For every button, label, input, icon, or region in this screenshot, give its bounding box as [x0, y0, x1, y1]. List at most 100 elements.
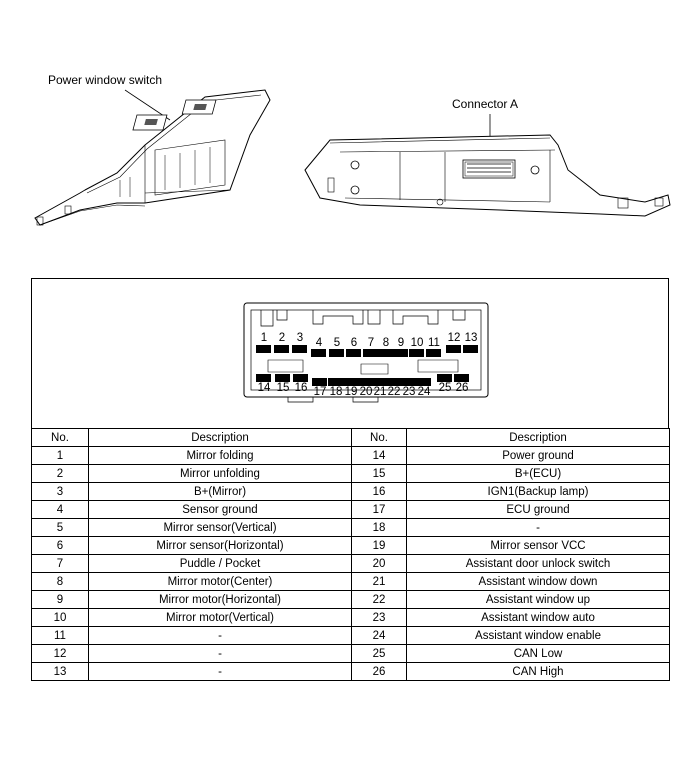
- pin-number-label: 7: [368, 337, 374, 349]
- pin-description: Assistant window down: [406, 572, 670, 591]
- pin-description: Sensor ground: [88, 500, 352, 519]
- terminal-block: [426, 349, 441, 357]
- terminal-block: [372, 378, 387, 386]
- pin-number-label: 9: [398, 337, 404, 349]
- pin-number: 24: [351, 626, 407, 645]
- switch-back-illustration: [304, 114, 671, 217]
- pin-number-label: 2: [279, 332, 285, 344]
- pin-description: -: [88, 644, 352, 663]
- pin-description: Puddle / Pocket: [88, 554, 352, 573]
- pin-number: 1: [31, 446, 89, 465]
- pin-number: 13: [31, 662, 89, 681]
- terminal-block: [378, 349, 393, 357]
- pin-number-label: 21: [374, 386, 387, 398]
- pin-number: 20: [351, 554, 407, 573]
- pin-description: -: [406, 518, 670, 537]
- pin-description: Power ground: [406, 446, 670, 465]
- terminal-block: [363, 349, 378, 357]
- table-header-row: No. Description No. Description: [31, 428, 670, 447]
- pin-number-label: 10: [411, 337, 424, 349]
- pin-number-label: 19: [345, 386, 358, 398]
- pin-number-label: 13: [465, 332, 478, 344]
- pin-description: Mirror sensor(Vertical): [88, 518, 352, 537]
- pin-number-label: 4: [316, 337, 323, 349]
- pin-description: ECU ground: [406, 500, 670, 519]
- pin-number-label: 8: [383, 337, 389, 349]
- pin-number: 26: [351, 662, 407, 681]
- header-description: Description: [88, 428, 352, 447]
- pin-description: Mirror motor(Vertical): [88, 608, 352, 627]
- pin-number: 12: [31, 644, 89, 663]
- pin-number: 18: [351, 518, 407, 537]
- pin-description: Assistant window auto: [406, 608, 670, 627]
- terminal-block: [275, 374, 290, 382]
- terminal-block: [328, 378, 343, 386]
- pin-description: Mirror motor(Horizontal): [88, 590, 352, 609]
- pin-number-label: 17: [314, 386, 327, 398]
- pin-description: Mirror folding: [88, 446, 352, 465]
- pin-description: CAN High: [406, 662, 670, 681]
- terminal-block: [454, 374, 469, 382]
- pin-number: 4: [31, 500, 89, 519]
- pin-description: -: [88, 662, 352, 681]
- pin-number: 17: [351, 500, 407, 519]
- connector-a-label: Connector A: [452, 97, 519, 111]
- pin-description: CAN Low: [406, 644, 670, 663]
- terminal-block: [329, 349, 344, 357]
- pin-description: Assistant window up: [406, 590, 670, 609]
- header-no: No.: [351, 428, 407, 447]
- pin-number: 8: [31, 572, 89, 591]
- terminal-block: [292, 345, 307, 353]
- terminal-block: [346, 349, 361, 357]
- pin-number-label: 16: [295, 382, 308, 394]
- pin-number-label: 22: [388, 386, 401, 398]
- header-description: Description: [406, 428, 670, 447]
- terminal-block: [293, 374, 308, 382]
- pin-number-label: 25: [439, 382, 452, 394]
- pin-number: 6: [31, 536, 89, 555]
- pin-number: 15: [351, 464, 407, 483]
- pin-number-label: 26: [456, 382, 469, 394]
- pin-number: 22: [351, 590, 407, 609]
- terminal-block: [446, 345, 461, 353]
- pin-number: 11: [31, 626, 89, 645]
- pin-number: 3: [31, 482, 89, 501]
- terminal-block: [437, 374, 452, 382]
- pin-number-label: 24: [418, 386, 431, 398]
- terminal-block: [386, 378, 401, 386]
- pin-description: -: [88, 626, 352, 645]
- terminal-block: [463, 345, 478, 353]
- pin-description: Mirror sensor VCC: [406, 536, 670, 555]
- terminal-block: [401, 378, 416, 386]
- terminal-block: [393, 349, 408, 357]
- pin-number-label: 11: [428, 337, 440, 349]
- pin-number: 19: [351, 536, 407, 555]
- pin-number-label: 5: [334, 337, 340, 349]
- pin-description: B+(ECU): [406, 464, 670, 483]
- pin-number: 21: [351, 572, 407, 591]
- terminal-block: [409, 349, 424, 357]
- terminal-block: [312, 378, 327, 386]
- pin-description: Mirror unfolding: [88, 464, 352, 483]
- pin-number-label: 6: [351, 337, 357, 349]
- pin-description: Mirror motor(Center): [88, 572, 352, 591]
- terminal-block: [256, 345, 271, 353]
- terminal-block: [311, 349, 326, 357]
- pin-number: 5: [31, 518, 89, 537]
- pin-number: 10: [31, 608, 89, 627]
- power-window-switch-label: Power window switch: [48, 73, 163, 87]
- terminal-block: [343, 378, 358, 386]
- pin-number: 7: [31, 554, 89, 573]
- terminal-block: [274, 345, 289, 353]
